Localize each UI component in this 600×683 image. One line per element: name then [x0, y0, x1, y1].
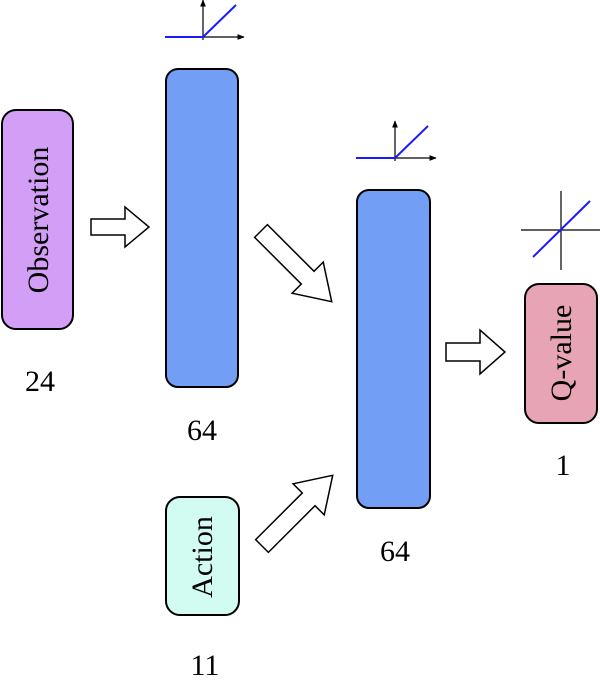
observation-box [1, 109, 74, 330]
arrow-hidden2-to-qvalue [445, 328, 507, 376]
arrow-hidden1-to-hidden2 [253, 223, 333, 303]
relu-curve [356, 125, 429, 159]
hidden-layer-2: 64 [356, 189, 431, 568]
observation-size: 24 [25, 365, 55, 398]
linear-icon [521, 191, 600, 270]
linear-curve [532, 200, 591, 258]
hidden-layer-2-box [356, 189, 431, 509]
observation-label: Observation [22, 147, 55, 294]
hidden-layer-1: 64 [165, 68, 239, 447]
qvalue-label: Q-value [545, 305, 578, 402]
arrow-observation-to-hidden1 [90, 205, 151, 249]
action-label: Action [186, 516, 219, 598]
arrow-action-to-hidden2 [254, 474, 334, 554]
qvalue-box [524, 283, 598, 424]
action-box [165, 496, 240, 616]
relu-icon [356, 120, 437, 161]
qvalue-node: Q-value 1 [524, 283, 598, 482]
relu-curve [165, 4, 237, 38]
observation-node: Observation 24 [1, 109, 74, 398]
hidden-layer-1-size: 64 [187, 414, 217, 447]
relu-icon [165, 0, 245, 40]
qvalue-size: 1 [556, 449, 571, 482]
hidden-layer-2-size: 64 [380, 535, 410, 568]
hidden-layer-1-box [165, 68, 239, 388]
action-size: 11 [191, 649, 220, 678]
action-node: Action 11 [165, 496, 240, 682]
